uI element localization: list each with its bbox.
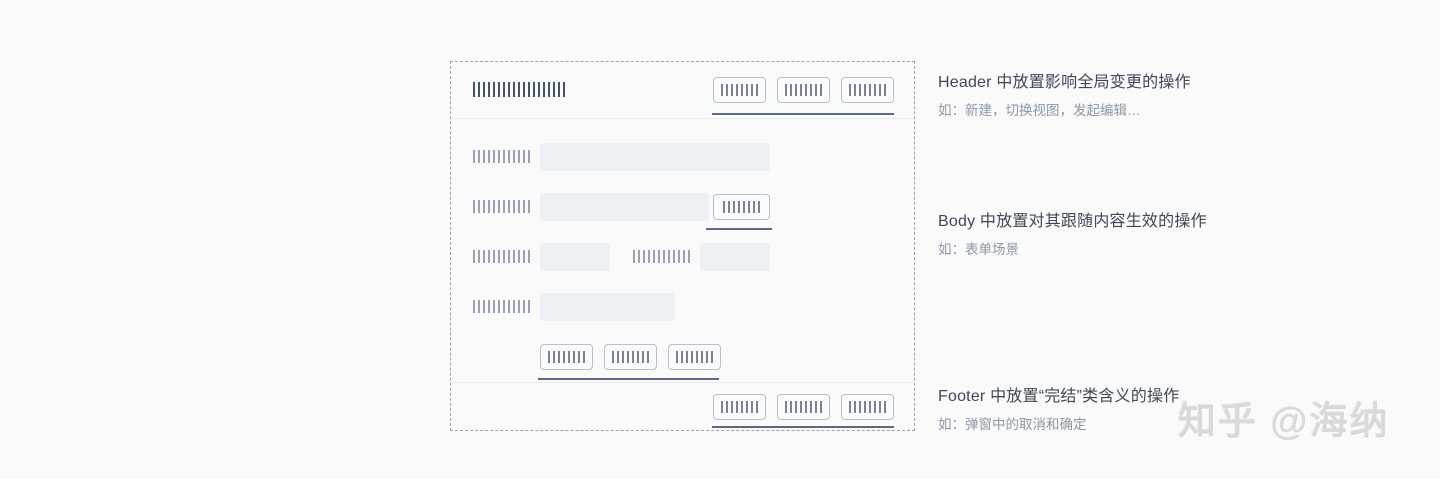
header-actions-highlight-underline [712, 113, 894, 115]
annotation-header-subtitle: 如：新建，切换视图，发起编辑… [938, 103, 1141, 118]
header-title-bars-placeholder [473, 82, 566, 97]
button-bars-icon [723, 201, 760, 213]
form-input-placeholder[interactable] [540, 193, 709, 221]
body-inline-mock-button[interactable] [713, 194, 770, 220]
body-mock-button-3[interactable] [668, 344, 721, 370]
zhihu-watermark: 知乎 @海纳 [1178, 401, 1390, 443]
footer-mock-button-3[interactable] [841, 394, 894, 420]
footer-button-group [713, 394, 894, 420]
annotation-body: Body 中放置对其跟随内容生效的操作 如：表单场景 [938, 212, 1358, 258]
annotation-footer: Footer 中放置“完结”类含义的操作 如：弹窗中的取消和确定 [938, 387, 1358, 433]
annotation-body-title: Body 中放置对其跟随内容生效的操作 [938, 213, 1207, 230]
annotation-footer-title: Footer 中放置“完结”类含义的操作 [938, 388, 1180, 405]
header-button-group [713, 77, 894, 103]
form-input-placeholder[interactable] [540, 243, 610, 271]
button-bars-icon [721, 401, 758, 413]
annotation-header-title: Header 中放置影响全局变更的操作 [938, 74, 1191, 91]
footer-mock-button-1[interactable] [713, 394, 766, 420]
form-input-placeholder[interactable] [700, 243, 770, 271]
form-label-bars-placeholder [473, 150, 531, 163]
form-label-bars-placeholder [473, 300, 531, 313]
button-bars-icon [785, 84, 822, 96]
form-label-bars-placeholder [473, 200, 531, 213]
header-divider [451, 118, 914, 119]
form-label-bars-placeholder [633, 250, 691, 263]
body-actions-highlight-underline [538, 378, 719, 380]
button-bars-icon [849, 84, 886, 96]
form-input-placeholder[interactable] [540, 293, 675, 321]
annotation-header: Header 中放置影响全局变更的操作 如：新建，切换视图，发起编辑… [938, 73, 1358, 119]
annotation-footer-subtitle: 如：弹窗中的取消和确定 [938, 417, 1087, 432]
button-bars-icon [849, 401, 886, 413]
body-mock-button-1[interactable] [540, 344, 593, 370]
footer-divider [451, 382, 914, 383]
form-label-bars-placeholder [473, 250, 531, 263]
form-input-placeholder[interactable] [540, 143, 770, 171]
button-bars-icon [721, 84, 758, 96]
body-mock-button-2[interactable] [604, 344, 657, 370]
header-mock-button-2[interactable] [777, 77, 830, 103]
footer-actions-highlight-underline [712, 426, 894, 428]
button-bars-icon [548, 351, 585, 363]
button-bars-icon [612, 351, 649, 363]
footer-mock-button-2[interactable] [777, 394, 830, 420]
wireframe-dialog-mock [450, 61, 915, 431]
body-inline-action-highlight-underline [706, 228, 772, 230]
button-bars-icon [676, 351, 713, 363]
annotation-body-subtitle: 如：表单场景 [938, 242, 1019, 257]
header-mock-button-3[interactable] [841, 77, 894, 103]
body-button-group [540, 344, 721, 370]
header-mock-button-1[interactable] [713, 77, 766, 103]
button-bars-icon [785, 401, 822, 413]
